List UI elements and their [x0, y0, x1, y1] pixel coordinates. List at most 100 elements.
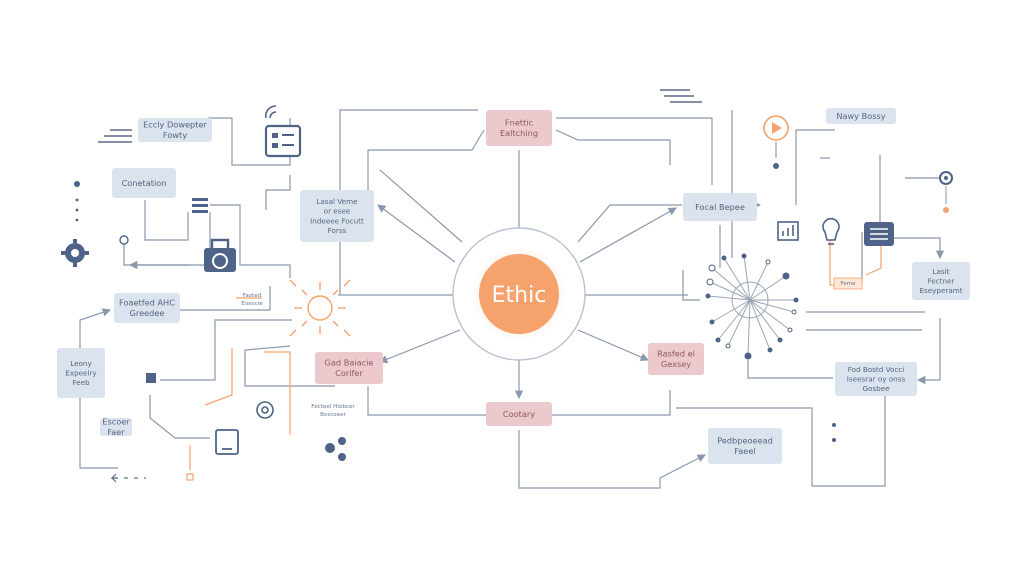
settings-icon — [256, 401, 274, 419]
hub-dot — [708, 264, 716, 272]
hub-dot — [706, 278, 714, 286]
node-box-label: Indeeee Focutt — [310, 216, 364, 225]
node-box-label: Gad Baiacie — [325, 358, 374, 368]
play-icon[interactable] — [763, 115, 789, 141]
node-box-label: Gosbee — [862, 384, 890, 393]
hub-dot — [765, 259, 771, 265]
hub-ray — [717, 299, 751, 341]
node-box-label: Ealtching — [500, 128, 538, 138]
small-label: Feme — [840, 281, 856, 287]
icons-layer — [61, 89, 953, 483]
hub-ray — [711, 299, 751, 323]
hub-ray — [749, 261, 769, 301]
small-label: Boscoeer — [320, 412, 347, 418]
node-box-label: Fowty — [163, 130, 187, 140]
node-box-b6[interactable]: Nawy Bossy — [826, 108, 896, 124]
wifi-icon — [265, 105, 277, 119]
node-box-label: Expeelry — [65, 369, 97, 378]
stack-icon — [192, 198, 208, 213]
node-box-label: Greedee — [130, 308, 165, 318]
hub-dot — [721, 255, 727, 261]
node-box-label: Pedbpeoeead — [717, 436, 773, 446]
node-dot — [119, 235, 129, 245]
hub-dot — [709, 319, 715, 325]
node-box-label: Fectner — [928, 277, 955, 286]
node-box-label: Faer — [107, 427, 125, 437]
bar-chart-icon — [777, 221, 799, 241]
hub-ray — [743, 255, 751, 301]
node-square — [186, 473, 194, 481]
arrow-icon — [110, 473, 146, 483]
pin-icon — [939, 171, 953, 213]
small-label: Fecteel Hiobcer — [311, 404, 355, 410]
hub-ray — [723, 257, 751, 301]
spoke-to-rasfed — [577, 329, 649, 361]
hub-dot — [793, 297, 799, 303]
hub-ray — [749, 299, 771, 351]
lines-icon — [660, 89, 702, 103]
list-icon[interactable] — [864, 222, 894, 246]
small-label: Faoted — [243, 293, 262, 299]
node-box-label: Conetation — [122, 178, 167, 188]
hub-ray — [749, 275, 787, 301]
node-box-label: Gexsey — [661, 359, 691, 369]
node-box-label: Lasal Veme — [316, 197, 358, 206]
node-box-label: Rasfed el — [657, 349, 695, 359]
small-tag — [833, 277, 863, 290]
node-box-label: Eccly Dowepter — [143, 120, 207, 130]
hub-dot — [715, 337, 721, 343]
center-node[interactable]: Ethic — [452, 227, 586, 361]
hub-ray — [749, 299, 791, 331]
center-label: Ethic — [492, 283, 547, 308]
small-label: Eoescie — [241, 301, 263, 307]
node-box-label: Foaetfed AHC — [119, 298, 175, 308]
hub-dot — [777, 337, 783, 343]
hub-dot — [782, 272, 790, 280]
bulb-icon — [822, 217, 840, 245]
node-box-label: Fnettic — [505, 118, 533, 128]
hub-ring — [731, 281, 769, 319]
node-box-label: Leony — [70, 359, 92, 368]
hub-dot — [741, 253, 747, 259]
node-box-label: Nawy Bossy — [836, 111, 885, 121]
dots-icon — [832, 423, 836, 442]
node-box-label: Fod Bostd Vocci — [848, 365, 905, 374]
share-icon[interactable] — [325, 437, 346, 461]
node-box-label: or esee — [324, 207, 351, 216]
node-box-label: Feeb — [72, 378, 90, 387]
lock-icon[interactable] — [204, 238, 236, 272]
hub-dot — [705, 293, 711, 299]
node-box-b12[interactable]: Cootary — [486, 402, 552, 426]
spoke-to-gad — [379, 329, 461, 364]
hub-icon — [705, 253, 799, 360]
checklist-icon[interactable] — [264, 124, 302, 158]
node-box-label: Faeel — [734, 446, 755, 456]
hub-ray — [749, 299, 781, 341]
node-box-label: Focal Bepee — [695, 202, 745, 212]
lines-icon — [98, 129, 132, 143]
node-box-label: Lasit — [933, 267, 950, 276]
gear-icon[interactable] — [61, 239, 89, 267]
hub-ray — [711, 267, 751, 301]
spoke-to-focal — [579, 207, 677, 263]
tablet-icon[interactable] — [215, 429, 239, 455]
hub-dot — [791, 309, 797, 315]
node-box-b2[interactable]: Conetation — [112, 168, 176, 198]
node-box-label: Corifer — [335, 368, 363, 378]
node-box-label: Escoer — [102, 417, 130, 427]
node-box-b5[interactable]: Focal Bepee — [683, 193, 757, 221]
